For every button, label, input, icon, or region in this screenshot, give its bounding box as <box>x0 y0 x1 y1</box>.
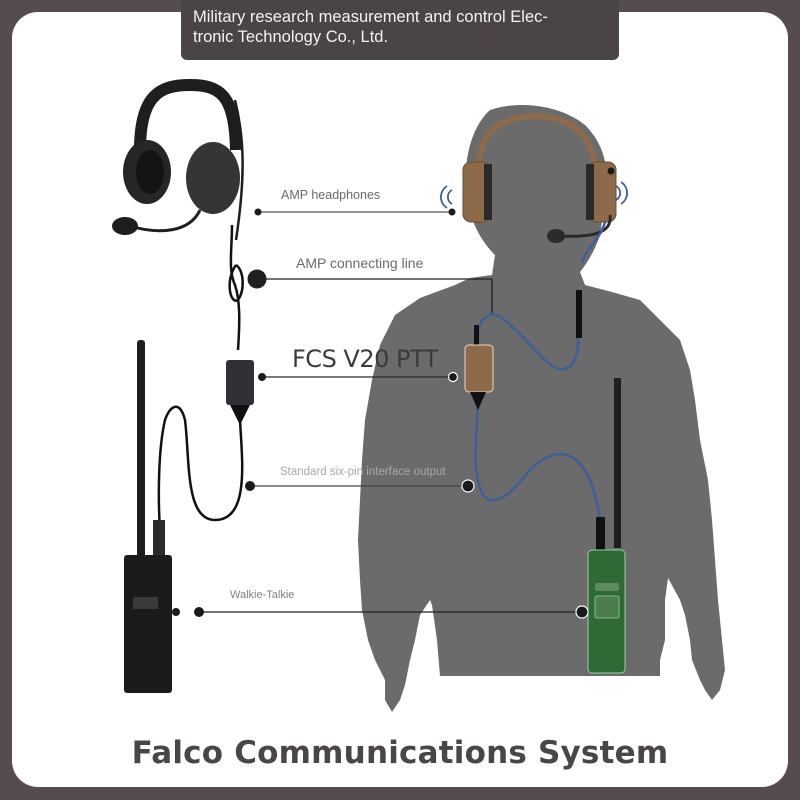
company-banner: Military research measurement and contro… <box>181 0 619 60</box>
callout-amp-headphones: AMP headphones <box>281 188 381 202</box>
tan-ptt-unit <box>464 344 494 410</box>
black-radio <box>124 340 180 693</box>
green-radio <box>587 378 626 674</box>
blue-cable <box>474 221 607 521</box>
soldier-silhouette <box>358 105 725 712</box>
callout-amp-connecting-line: AMP connecting line <box>296 255 424 271</box>
callout-lines <box>194 208 589 619</box>
system-title: Falco Communications System <box>131 735 669 771</box>
black-ptt-unit <box>226 360 254 425</box>
black-cable <box>157 224 244 531</box>
callout-six-pin-output: Standard six-pin interface output <box>280 466 446 478</box>
banner-line-1: Military research measurement and contro… <box>193 8 548 26</box>
black-headset <box>112 78 244 241</box>
ptt-top-plug <box>474 325 479 345</box>
bottom-frame-band <box>0 787 800 800</box>
banner-line-2: tronic Technology Co., Ltd. <box>193 28 389 46</box>
cable-connector-upper <box>576 290 582 338</box>
callout-fcs-v20-ptt: FCS V20 PTT <box>292 345 438 373</box>
callout-walkie-talkie: Walkie-Talkie <box>230 589 295 601</box>
